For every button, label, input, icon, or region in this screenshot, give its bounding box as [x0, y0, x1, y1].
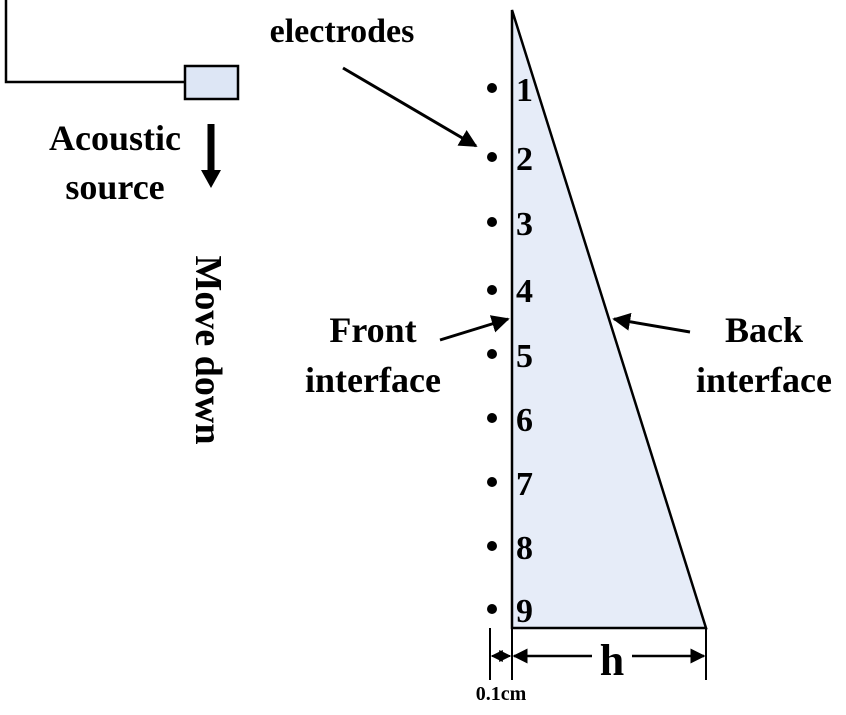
electrodes-label: electrodes — [270, 13, 415, 50]
electrode-dot — [487, 217, 497, 227]
electrode-number: 4 — [516, 273, 533, 310]
electrode-dot — [487, 152, 497, 162]
electrode-dot — [487, 349, 497, 359]
electrode-dot — [487, 285, 497, 295]
electrode-number: 6 — [516, 402, 533, 439]
electrode-dot — [487, 604, 497, 614]
electrode-number: 2 — [516, 141, 533, 178]
back-interface-arrow — [612, 312, 691, 334]
electrode-dots — [487, 83, 497, 614]
electrode-number: 5 — [516, 338, 533, 375]
source-arm — [4, 0, 185, 84]
electrode-dot — [487, 83, 497, 93]
h-label-bg — [592, 636, 632, 676]
thickness-label: 0.1cm — [476, 683, 527, 705]
electrode-dot — [487, 541, 497, 551]
electrode-dot — [487, 413, 497, 423]
electrode-number: 9 — [516, 593, 533, 630]
front-interface-label-line1: Front — [329, 310, 416, 350]
acoustic-source-box — [183, 64, 240, 101]
front-interface-label-line2: interface — [305, 360, 441, 400]
electrodes-pointer-arrow — [342, 66, 478, 148]
electrode-number: 8 — [516, 530, 533, 567]
source-label: source — [65, 167, 164, 207]
front-interface-arrow — [439, 315, 510, 342]
acoustic-label: Acoustic — [49, 118, 181, 158]
electrode-dot — [487, 477, 497, 487]
move-down-arrow-head — [201, 170, 221, 188]
electrode-number: 3 — [516, 206, 533, 243]
h-label: h — [600, 636, 624, 685]
back-interface-label-line2: interface — [696, 360, 832, 400]
back-interface-label-line1: Back — [725, 310, 803, 350]
wedge-sample — [510, 9, 708, 630]
move-down-label: Move down — [187, 256, 229, 445]
electrode-number: 1 — [516, 72, 533, 109]
electrode-number: 7 — [516, 466, 533, 503]
electrode-numbers: 1 2 3 4 5 6 7 8 9 — [516, 72, 533, 630]
